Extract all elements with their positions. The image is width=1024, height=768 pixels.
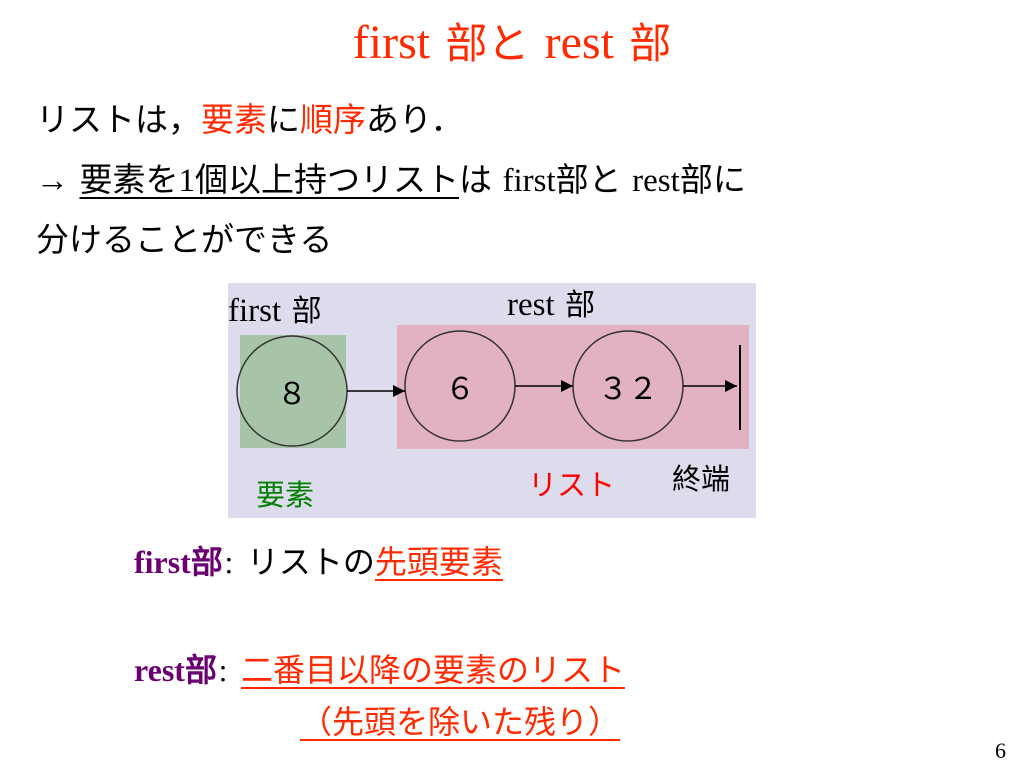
definition-first: first部：リストの先頭要素 xyxy=(134,540,503,587)
line1-order: 順序 xyxy=(300,100,366,139)
node-value-1: ８ xyxy=(277,377,307,412)
line2-d: 部と xyxy=(555,160,622,199)
line1-c: に xyxy=(267,100,300,139)
node-value-2: ６ xyxy=(445,372,475,407)
def2-rest-list: 二番目以降の要素のリスト xyxy=(240,651,625,689)
first-label-en: first xyxy=(228,293,282,329)
line2-one: 1 xyxy=(178,163,196,199)
first-label-ja: 部 xyxy=(291,294,322,329)
title-first: first xyxy=(352,16,431,69)
line2-b: 個以上持つリスト xyxy=(195,160,459,199)
title-bu-to: 部と xyxy=(445,19,530,68)
def2-paren-note: （先頭を除いた残り） xyxy=(300,703,621,741)
title-rest: rest xyxy=(544,16,614,69)
line2-first: first xyxy=(502,163,556,199)
arrow-glyph: → xyxy=(36,163,69,199)
line1-e: あり． xyxy=(366,100,464,139)
line1-element: 要素 xyxy=(201,100,267,139)
list-label: リスト xyxy=(528,468,616,502)
line2-underlined: 要素を1個以上持つリスト xyxy=(80,160,460,199)
line2-c: は xyxy=(459,160,492,199)
def2-keyja: 部 xyxy=(184,651,217,689)
def1-keyja: 部 xyxy=(190,543,223,581)
line2-e: 部に xyxy=(679,160,746,199)
line2-a: 要素を xyxy=(79,160,179,199)
body-line-1: リストは，要素に順序あり． xyxy=(36,98,464,142)
node-value-3: ３２ xyxy=(598,372,658,407)
title-bu: 部 xyxy=(629,19,672,68)
rest-part-label: rest 部 xyxy=(507,284,595,326)
def1-colon: ： xyxy=(222,551,247,579)
def1-head-element: 先頭要素 xyxy=(374,543,503,581)
page-number: 6 xyxy=(995,738,1006,763)
def1-a: リストの xyxy=(246,543,375,581)
line2-rest: rest xyxy=(632,163,680,199)
first-part-label: first 部 xyxy=(228,290,322,332)
first-part-box xyxy=(240,335,346,448)
end-label: 終端 xyxy=(672,462,731,496)
body-line-2: → 要素を1個以上持つリストは first部と rest部に xyxy=(36,158,746,203)
def2-key: rest xyxy=(134,652,185,688)
line1-a: リストは， xyxy=(36,100,201,139)
rest-label-en: rest xyxy=(507,287,555,323)
rest-label-ja: 部 xyxy=(565,288,596,323)
body-line-3: 分けることができる xyxy=(36,220,333,259)
element-label: 要素 xyxy=(256,478,315,512)
definition-rest: rest部：二番目以降の要素のリスト xyxy=(134,648,625,695)
def1-key: first xyxy=(134,544,191,580)
def2-colon: ： xyxy=(216,659,241,687)
slide-title: first 部と rest 部 xyxy=(0,12,1024,74)
